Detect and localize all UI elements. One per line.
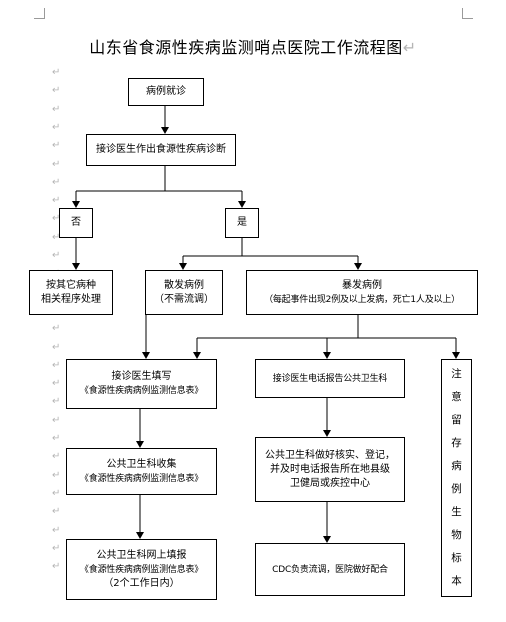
sample-note-char: 例 <box>451 483 462 495</box>
margin-paragraph-mark: ↵ <box>52 396 61 408</box>
online-report-line-3: （2个工作日内） <box>103 577 180 589</box>
sample-note-char: 病 <box>451 460 462 472</box>
margin-paragraph-mark: ↵ <box>52 231 61 243</box>
online-report-line-1: 公共卫生科网上填报 <box>96 549 187 561</box>
margin-paragraph-mark: ↵ <box>52 341 61 353</box>
sporadic-box: 散发病例 （不需流调） <box>145 270 223 315</box>
margin-paragraph-mark: ↵ <box>52 414 61 426</box>
online-report-line-2: 《食源性疾病病例监测信息表》 <box>79 564 204 575</box>
outbreak-box: 暴发病例 （每起事件出现2例及以上发病，死亡1人及以上） <box>246 270 478 315</box>
branch-no-label: 否 <box>71 217 81 228</box>
online-report-box: 公共卫生科网上填报 《食源性疾病病例监测信息表》 （2个工作日内） <box>66 539 217 600</box>
margin-paragraph-mark: ↵ <box>52 451 61 463</box>
margin-paragraph-mark: ↵ <box>52 176 61 188</box>
sample-note-char: 本 <box>451 575 462 587</box>
margin-paragraph-mark: ↵ <box>52 140 61 152</box>
verify-line-1: 公共卫生科做好核实、登记， <box>265 449 395 461</box>
document-title-text: 山东省食源性疾病监测哨点医院工作流程图 <box>89 38 403 57</box>
margin-paragraph-mark: ↵ <box>52 469 61 481</box>
sample-note-char: 注 <box>451 368 462 380</box>
sample-note-box: 注 意 留 存 病 例 生 物 标 本 <box>441 359 472 597</box>
branch-yes-box: 是 <box>225 208 259 238</box>
margin-paragraph-mark: ↵ <box>52 250 61 261</box>
start-label: 病例就诊 <box>146 86 186 97</box>
margin-paragraph-mark: ↵ <box>52 67 61 78</box>
page-corner-mark-top-left <box>34 8 45 19</box>
sample-note-char: 意 <box>451 391 462 403</box>
margin-paragraph-mark: ↵ <box>52 121 61 133</box>
outbreak-line-1: 暴发病例 <box>342 279 382 291</box>
margin-paragraph-mark: ↵ <box>52 487 61 499</box>
margin-paragraph-mark: ↵ <box>52 158 61 170</box>
doctor-phone-label: 接诊医生电话报告公共卫生科 <box>272 373 388 384</box>
margin-paragraph-mark: ↵ <box>52 506 61 518</box>
sample-note-char: 物 <box>451 529 462 541</box>
sample-note-char: 生 <box>451 506 462 518</box>
diagnosis-label: 接诊医生作出食源性疾病诊断 <box>96 144 226 155</box>
collect-line-1: 公共卫生科收集 <box>106 458 177 470</box>
margin-paragraph-mark: ↵ <box>52 542 61 554</box>
sporadic-line-1: 散发病例 <box>164 279 204 291</box>
doctor-fill-line-2: 《食源性疾病病例监测信息表》 <box>79 386 204 396</box>
other-disease-box: 按其它病种 相关程序处理 <box>29 270 113 315</box>
cdc-label: CDC负责流调，医院做好配合 <box>272 564 388 575</box>
margin-paragraph-mark: ↵ <box>52 433 61 444</box>
verify-line-2: 并及时电话报告所在地县级 <box>270 463 390 475</box>
page-corner-mark-top-right <box>462 8 473 19</box>
sporadic-line-2: （不需流调） <box>154 293 214 305</box>
sample-note-char: 存 <box>451 437 462 449</box>
document-title: 山东省食源性疾病监测哨点医院工作流程图↵ <box>0 34 506 58</box>
margin-paragraph-mark: ↵ <box>52 323 61 335</box>
doctor-fill-line-1: 接诊医生填写 <box>111 371 172 382</box>
collect-line-2: 《食源性疾病病例监测信息表》 <box>79 473 204 484</box>
margin-paragraph-mark: ↵ <box>52 213 61 225</box>
other-disease-line-1: 按其它病种 <box>46 279 96 291</box>
outbreak-line-2: （每起事件出现2例及以上发病，死亡1人及以上） <box>264 294 460 305</box>
margin-paragraph-mark: ↵ <box>52 561 61 573</box>
sample-note-char: 留 <box>451 414 462 426</box>
margin-paragraph-mark: ↵ <box>52 378 61 390</box>
cdc-box: CDC负责流调，医院做好配合 <box>255 543 405 596</box>
collect-box: 公共卫生科收集 《食源性疾病病例监测信息表》 <box>66 448 217 495</box>
paragraph-mark: ↵ <box>402 38 417 57</box>
margin-paragraph-mark: ↵ <box>52 85 61 97</box>
verify-line-3: 卫健局或疾控中心 <box>290 477 370 489</box>
verify-box: 公共卫生科做好核实、登记， 并及时电话报告所在地县级 卫健局或疾控中心 <box>255 437 405 502</box>
margin-paragraph-mark: ↵ <box>52 359 61 371</box>
margin-paragraph-mark: ↵ <box>52 195 61 207</box>
margin-paragraph-mark: ↵ <box>52 103 61 115</box>
margin-paragraph-mark: ↵ <box>52 524 61 536</box>
branch-yes-label: 是 <box>237 217 247 228</box>
other-disease-line-2: 相关程序处理 <box>41 293 101 305</box>
start-box: 病例就诊 <box>128 78 204 106</box>
doctor-fill-box: 接诊医生填写 《食源性疾病病例监测信息表》 <box>66 359 217 409</box>
diagnosis-box: 接诊医生作出食源性疾病诊断 <box>86 134 236 166</box>
doctor-phone-box: 接诊医生电话报告公共卫生科 <box>255 359 405 398</box>
branch-no-box: 否 <box>59 208 93 238</box>
sample-note-char: 标 <box>451 552 462 564</box>
